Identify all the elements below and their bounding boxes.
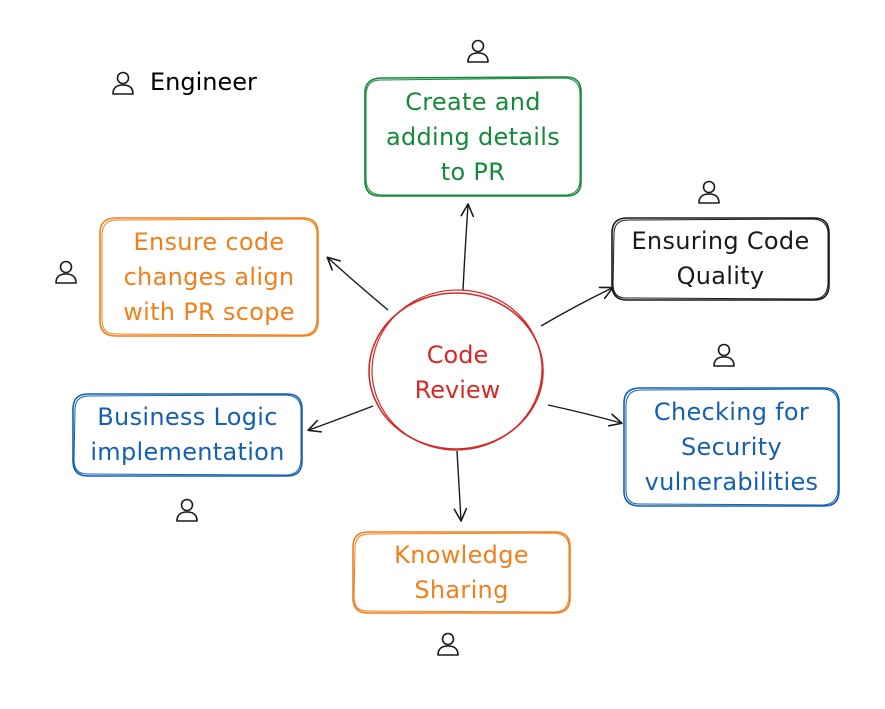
box-create-pr — [364, 76, 582, 197]
node-label: Create and adding details to PR — [385, 87, 561, 186]
arrow-to-create-pr — [460, 203, 475, 291]
legend-label: Engineer — [150, 68, 257, 96]
node-label: Ensuring Code Quality — [631, 227, 810, 290]
node-security: Checking for Security vulnerabilities — [624, 388, 839, 506]
arrow-to-code-quality — [540, 286, 614, 327]
node-business: Business Logic implementation — [73, 394, 302, 476]
person-icon — [174, 497, 200, 523]
node-knowledge: Knowledge Sharing — [353, 532, 570, 613]
arrow-to-security — [547, 404, 623, 427]
box-knowledge — [352, 531, 571, 614]
node-label: Ensure code changes align with PR scope — [123, 227, 295, 326]
node-label: Knowledge Sharing — [394, 540, 529, 604]
center-circle — [368, 289, 544, 451]
connector-arrows — [307, 203, 623, 522]
box-security — [623, 387, 840, 507]
arrow-to-knowledge — [453, 450, 468, 522]
arrow-to-business — [307, 405, 374, 433]
node-create-pr: Create and adding details to PR — [365, 78, 581, 196]
person-icon — [465, 38, 491, 64]
person-icon — [110, 70, 136, 96]
box-code-quality — [611, 217, 830, 301]
node-pr-scope: Ensure code changes align with PR scope — [100, 218, 318, 336]
person-icon — [711, 342, 737, 368]
person-icon — [696, 179, 722, 205]
node-code-quality: Ensuring Code Quality — [612, 218, 829, 300]
person-icon — [53, 259, 79, 285]
box-business — [72, 393, 303, 477]
person-icon — [435, 631, 461, 657]
center-label: Code Review — [414, 340, 501, 404]
node-label: Checking for Security vulnerabilities — [644, 397, 819, 496]
box-pr-scope — [99, 217, 319, 337]
arrow-to-pr-scope — [326, 256, 389, 311]
node-label: Business Logic implementation — [90, 403, 285, 466]
